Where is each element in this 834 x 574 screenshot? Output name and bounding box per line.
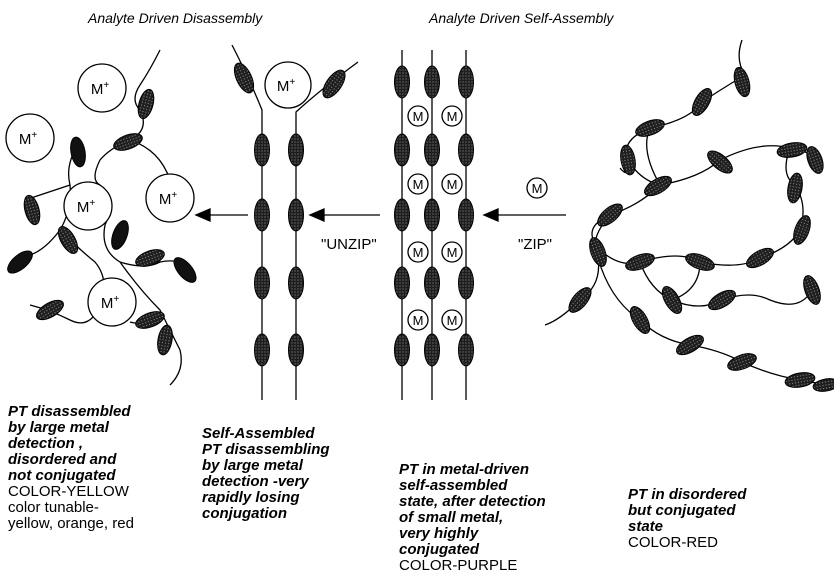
caption-line: by large metal bbox=[202, 458, 382, 474]
caption-line: conjugated bbox=[399, 542, 599, 558]
small-metal-label: M bbox=[413, 109, 424, 124]
small-metal-label: M bbox=[447, 313, 458, 328]
caption-line: PT in disordered bbox=[628, 487, 818, 503]
caption-line: rapidly losing bbox=[202, 490, 382, 506]
small-metal-label: M bbox=[447, 245, 458, 260]
small-metal-label: M bbox=[413, 313, 424, 328]
small-metal-label: M bbox=[447, 109, 458, 124]
caption-color: COLOR-RED bbox=[628, 535, 818, 551]
unzip-label: "UNZIP" bbox=[321, 236, 377, 253]
caption-line: PT disassembled bbox=[8, 404, 198, 420]
disordered-thiophene-units bbox=[565, 66, 834, 393]
caption-line: yellow, orange, red bbox=[8, 516, 198, 532]
caption-panel2: Self-Assembled PT disassembling by large… bbox=[202, 426, 382, 522]
caption-line: state, after detection bbox=[399, 494, 599, 510]
caption-line: Self-Assembled bbox=[202, 426, 382, 442]
unzip-arrow bbox=[310, 209, 380, 221]
caption-line: PT in metal-driven bbox=[399, 462, 599, 478]
caption-line: PT disassembling bbox=[202, 442, 382, 458]
caption-color: COLOR-YELLOW bbox=[8, 484, 198, 500]
zip-arrow bbox=[484, 209, 566, 221]
caption-line: detection , bbox=[8, 436, 198, 452]
disassembly-arrow bbox=[196, 209, 248, 221]
small-metal-label: M bbox=[413, 177, 424, 192]
caption-color: COLOR-PURPLE bbox=[399, 558, 599, 574]
caption-line: but conjugated bbox=[628, 503, 818, 519]
caption-panel1: PT disassembled by large metal detection… bbox=[8, 404, 198, 532]
caption-line: of small metal, bbox=[399, 510, 599, 526]
caption-line: disordered and bbox=[8, 452, 198, 468]
incoming-metal-label: M bbox=[532, 181, 543, 196]
small-metal-label: M bbox=[447, 177, 458, 192]
small-metal-label: M bbox=[413, 245, 424, 260]
zip-label: "ZIP" bbox=[518, 236, 552, 253]
caption-panel3: PT in metal-driven self-assembled state,… bbox=[399, 462, 599, 574]
caption-line: detection -very bbox=[202, 474, 382, 490]
caption-panel4: PT in disordered but conjugated state CO… bbox=[628, 487, 818, 551]
caption-line: self-assembled bbox=[399, 478, 599, 494]
disordered-conjugated-polymer bbox=[545, 40, 834, 383]
caption-line: not conjugated bbox=[8, 468, 198, 484]
caption-line: state bbox=[628, 519, 818, 535]
caption-line: very highly bbox=[399, 526, 599, 542]
caption-line: color tunable- bbox=[8, 500, 198, 516]
caption-line: by large metal bbox=[8, 420, 198, 436]
caption-line: conjugation bbox=[202, 506, 382, 522]
